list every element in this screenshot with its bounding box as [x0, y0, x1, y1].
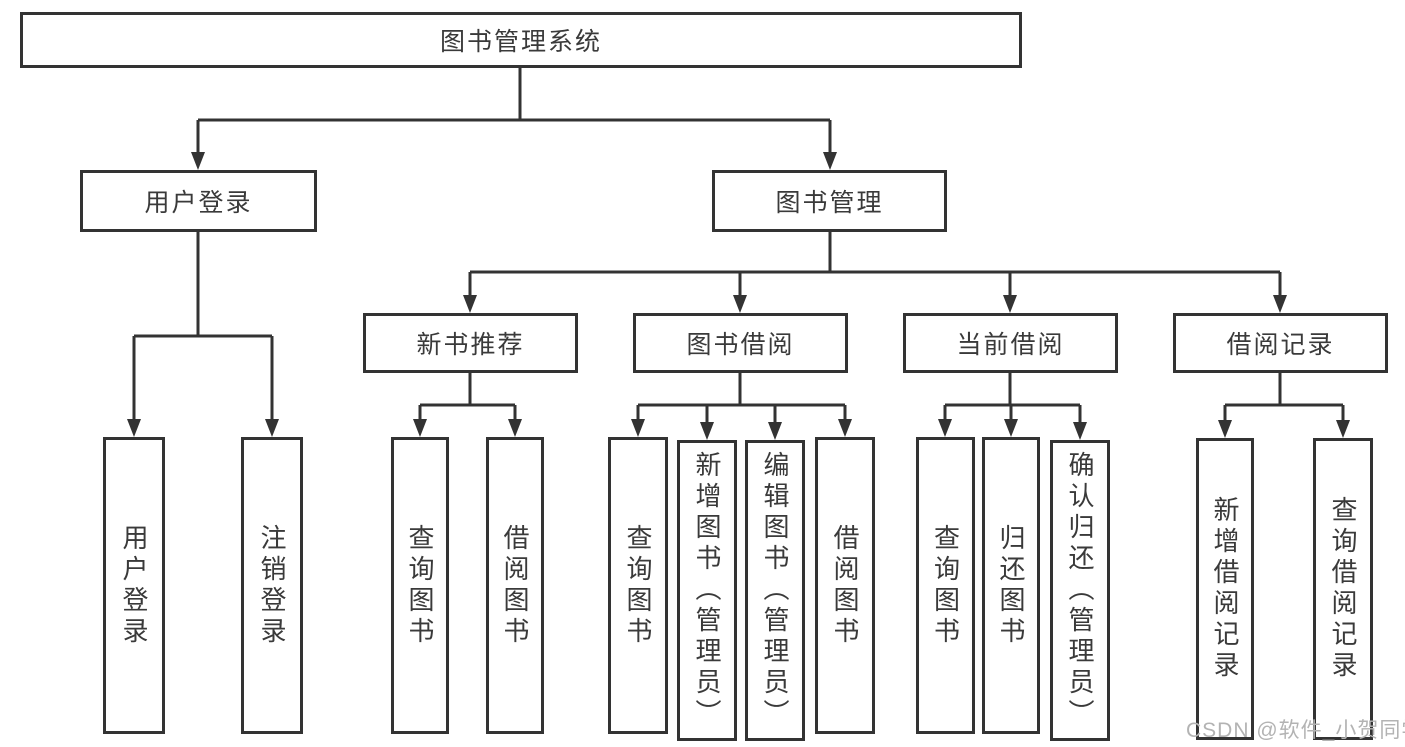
leaf-add-books-admin: 新增图书（管理员）: [677, 440, 737, 741]
node-book-borrowing: 图书借阅: [633, 313, 848, 373]
leaf-query-borrow-record: 查询借阅记录: [1313, 438, 1373, 740]
leaf-query-books-2: 查询图书: [608, 437, 668, 734]
arrowhead-icons: [127, 152, 1350, 440]
leaf-add-borrow-record: 新增借阅记录: [1196, 438, 1254, 740]
node-new-book-recommend: 新书推荐: [363, 313, 578, 373]
connector-lines: [132, 68, 1345, 425]
node-borrowing-records: 借阅记录: [1173, 313, 1388, 373]
leaf-query-books-1: 查询图书: [391, 437, 449, 734]
leaf-return-books: 归还图书: [982, 437, 1040, 734]
leaf-logout: 注销登录: [241, 437, 303, 734]
leaf-edit-books-admin: 编辑图书（管理员）: [745, 440, 805, 741]
leaf-user-login: 用户登录: [103, 437, 165, 734]
csdn-watermark: CSDN @软件_小贺同学: [1186, 719, 1405, 742]
leaf-borrow-books-2: 借阅图书: [815, 437, 875, 734]
node-current-borrowing: 当前借阅: [903, 313, 1118, 373]
node-book-management: 图书管理: [712, 170, 947, 232]
leaf-borrow-books-1: 借阅图书: [486, 437, 544, 734]
node-root-system: 图书管理系统: [20, 12, 1022, 68]
leaf-query-books-3: 查询图书: [916, 437, 975, 734]
leaf-confirm-return-admin: 确认归还（管理员）: [1050, 440, 1110, 741]
node-user-login: 用户登录: [80, 170, 317, 232]
